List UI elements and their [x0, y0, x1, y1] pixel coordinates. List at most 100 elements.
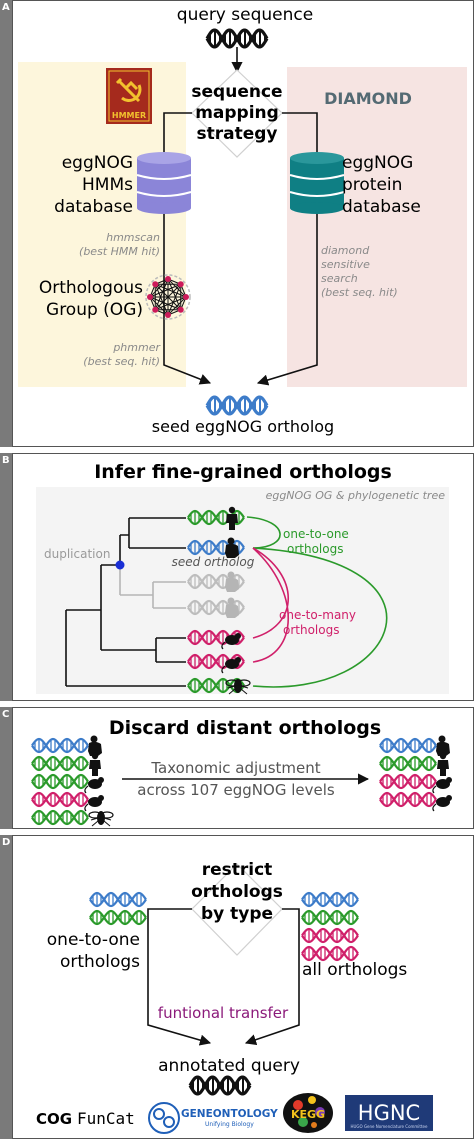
one-to-many-arc-2 — [252, 547, 290, 663]
hmmscan-line-1: hmmscan — [106, 231, 160, 244]
phylogenetic-tree — [65, 517, 186, 687]
dna-c-right-3 — [379, 773, 437, 790]
seed-ortholog-tree-label: seed ortholog — [172, 555, 255, 569]
c-right-chimp-icon — [436, 735, 450, 756]
chimp-icon — [225, 537, 239, 558]
annotated-query-label: annotated query — [158, 1056, 300, 1076]
dna-c-right-1 — [379, 737, 437, 754]
chimp-icon-grey — [225, 571, 239, 592]
taxonomic-line-2: across 107 eggNOG levels — [137, 781, 335, 799]
dna-c-right-2 — [379, 755, 437, 772]
dna-c-left-2 — [31, 755, 89, 772]
strategy-diamond — [191, 69, 283, 158]
one-to-one-arc — [246, 516, 281, 549]
hgnc-logo-subtext: HUGO Gene Nomenclature Committee — [351, 1124, 429, 1129]
annotated-dna-helix-icon — [188, 1075, 252, 1096]
og-network-icon — [145, 274, 191, 320]
hmm-db-line-2: HMMs — [82, 175, 133, 195]
diamond-search-line-4: (best seq. hit) — [321, 286, 398, 299]
dna-c-left-3 — [31, 773, 89, 790]
hmmscan-line-2: (best HMM hit) — [79, 245, 160, 258]
phmmer-line-1: phmmer — [112, 341, 161, 354]
c-mouse-icon — [84, 777, 104, 794]
fly-icon — [225, 679, 251, 695]
funcat-logo: FunCat — [77, 1109, 135, 1128]
panel-b-title: Infer fine-grained orthologs — [94, 461, 392, 483]
strategy-line-2: mapping — [195, 103, 279, 123]
d-one-to-one-line-1: one-to-one — [47, 930, 140, 950]
panel-d: D restrict orthologs by type one-to-one … — [0, 835, 474, 1139]
hmm-database-icon — [136, 152, 192, 214]
one-to-one-line-1: one-to-one — [283, 527, 349, 541]
d-one-to-one-line-2: orthologs — [60, 952, 140, 972]
protein-db-line-2: protein — [342, 175, 402, 195]
c-human-icon — [89, 752, 101, 776]
panel-c-title: Discard distant orthologs — [109, 717, 381, 739]
mouse-icon-2 — [221, 657, 241, 674]
go-logo-text: GENEONTOLOGY — [181, 1108, 278, 1120]
dna-c-right-4 — [379, 791, 437, 808]
panel-a: A query sequence sequence mapping strate… — [0, 0, 474, 447]
hmm-db-line-1: eggNOG — [62, 153, 133, 173]
panel-d-letter: D — [2, 837, 10, 848]
hgnc-logo: HGNC HUGO Gene Nomenclature Committee — [345, 1095, 433, 1131]
strategy-line-3: strategy — [196, 124, 277, 144]
query-sequence-label: query sequence — [177, 5, 313, 25]
hmm-route-background — [18, 62, 186, 387]
seed-dna-helix-icon — [205, 395, 269, 416]
diamond-search-line-1: diamond — [321, 244, 370, 257]
c-right-mouse-icon — [432, 777, 452, 794]
panel-b-letter: B — [2, 455, 10, 466]
dna-c-left-5 — [31, 809, 89, 826]
kegg-logo: KEGG — [283, 1093, 333, 1133]
dna-grey-1 — [187, 573, 245, 590]
protein-database-icon — [289, 152, 345, 214]
hmm-db-line-3: database — [54, 197, 133, 217]
chimp-icon-grey-2 — [225, 597, 239, 618]
dna-c-left-1 — [31, 737, 89, 754]
dna-d-left-2 — [89, 909, 147, 926]
hmmer-logo: HMMER — [106, 68, 152, 124]
strategy-line-1: sequence — [191, 82, 282, 102]
dna-c-left-4 — [31, 791, 89, 808]
go-logo: GENEONTOLOGY Unifying Biology — [148, 1102, 278, 1134]
protein-db-line-3: database — [342, 197, 421, 217]
dna-d-right-4 — [301, 945, 359, 962]
dna-d-right-2 — [301, 909, 359, 926]
dna-helix-icon — [205, 28, 269, 49]
human-icon — [226, 506, 238, 530]
diamond-label: DIAMOND — [324, 89, 412, 108]
protein-db-line-1: eggNOG — [342, 153, 413, 173]
one-to-one-arc-fly — [252, 547, 388, 688]
restrict-line-1: restrict — [202, 860, 273, 880]
all-orthologs-label: all orthologs — [302, 960, 407, 980]
restrict-line-3: by type — [201, 904, 273, 924]
hgnc-logo-text: HGNC — [358, 1101, 420, 1125]
cog-logo: COG — [36, 1110, 72, 1128]
seed-ortholog-label: seed eggNOG ortholog — [152, 417, 334, 436]
panel-b: B Infer fine-grained orthologs eggNOG OG… — [0, 453, 474, 701]
restrict-line-2: orthologs — [191, 882, 283, 902]
diamond-search-line-2: sensitive — [321, 258, 370, 271]
duplication-node — [115, 560, 125, 570]
dna-d-right-1 — [301, 891, 359, 908]
phmmer-line-2: (best seq. hit) — [83, 355, 160, 368]
diamond-search-line-3: search — [321, 272, 358, 285]
panel-a-letter: A — [2, 2, 10, 13]
go-logo-subtext: Unifying Biology — [205, 1121, 254, 1128]
c-right-human-icon — [437, 752, 449, 776]
c-fly-icon — [88, 811, 114, 827]
taxonomic-line-1: Taxonomic adjustment — [150, 759, 320, 777]
panel-c-letter: C — [2, 709, 9, 720]
panel-b-subtitle: eggNOG OG & phylogenetic tree — [266, 489, 446, 502]
kegg-logo-text: KEGG — [291, 1108, 325, 1121]
c-mouse-icon-2 — [84, 795, 104, 812]
dna-d-right-3 — [301, 927, 359, 944]
functional-transfer-label: funtional transfer — [158, 1004, 289, 1022]
panel-c: C Discard distant orthologs Taxonomic ad… — [0, 707, 474, 829]
hmmer-logo-text: HMMER — [112, 111, 146, 120]
og-line-2: Group (OG) — [46, 300, 143, 320]
c-right-mouse-icon-2 — [432, 795, 452, 812]
one-to-many-line-2: orthologs — [283, 623, 339, 637]
